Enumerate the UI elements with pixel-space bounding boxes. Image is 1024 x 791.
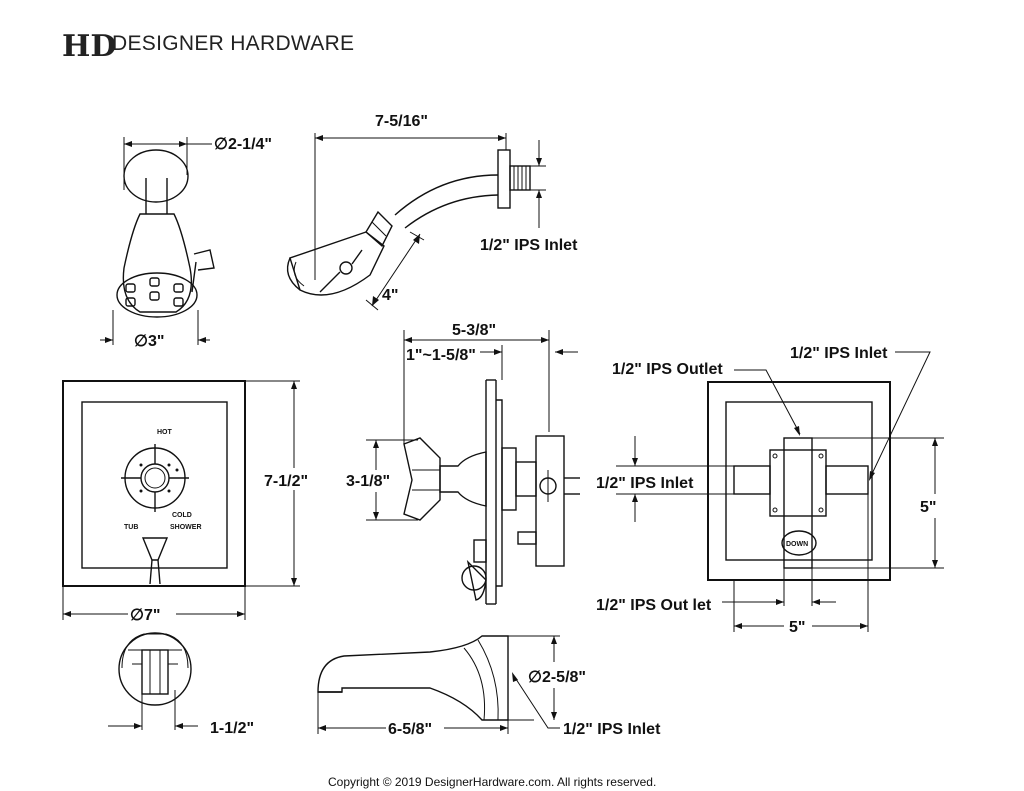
plate-width-label: ∅7" xyxy=(130,607,160,624)
down-label: DOWN xyxy=(786,541,808,548)
spout-diameter-label: ∅2-5/8" xyxy=(528,669,586,686)
brand-logo: HD DESIGNER HARDWARE xyxy=(62,29,354,64)
tub-spout-view: ∅2-5/8" 6-5/8" 1/2" IPS Inlet xyxy=(317,635,661,740)
hot-label: HOT xyxy=(157,429,173,436)
back-height-label: 5" xyxy=(920,499,936,516)
shower-label: SHOWER xyxy=(170,524,202,531)
logo-monogram: HD xyxy=(62,29,116,64)
diverter-knob-view: 1-1/2" xyxy=(108,632,254,737)
showerhead-front-view: ∅2-1/4" ∅3" xyxy=(100,136,272,350)
valve-back-view: DOWN 1/2" IPS Outlet 1/2" IPS Inlet 1/2"… xyxy=(596,345,946,638)
head-diameter-label: ∅3" xyxy=(134,333,164,350)
adjust-range-label: 1"~1-5/8" xyxy=(406,347,476,364)
diverter-width-label: 1-1/2" xyxy=(210,720,254,737)
flange-diameter-label: ∅2-1/4" xyxy=(214,136,272,153)
copyright-text: Copyright © 2019 DesignerHardware.com. A… xyxy=(328,775,656,789)
arm-length-label: 7-5/16" xyxy=(375,113,428,130)
valve-side-view: 5-3/8" 1"~1-5/8" xyxy=(346,322,580,605)
inlet-right-label: 1/2" IPS Inlet xyxy=(790,345,888,362)
valve-depth-label: 5-3/8" xyxy=(452,322,496,339)
plate-height-label: 7-1/2" xyxy=(264,473,308,490)
trim-plate-front-view: HOT COLD TUB SHOWER 7-1/2" ∅7" xyxy=(62,380,322,626)
cold-label: COLD xyxy=(172,512,192,519)
spout-length-label: 6-5/8" xyxy=(388,721,432,738)
outlet-bottom-label: 1/2" IPS Out let xyxy=(596,597,712,614)
brand-name: DESIGNER HARDWARE xyxy=(112,32,354,55)
back-width-label: 5" xyxy=(789,619,805,636)
drop-label: 4" xyxy=(382,287,398,304)
outlet-top-label: 1/2" IPS Outlet xyxy=(612,361,723,378)
inlet-left-label: 1/2" IPS Inlet xyxy=(596,475,694,492)
tub-label: TUB xyxy=(124,524,138,531)
showerhead-side-view: 7-5/16" 1/2" IPS Inlet 4" xyxy=(286,113,578,311)
side-inlet-label: 1/2" IPS Inlet xyxy=(480,237,578,254)
handle-height-label: 3-1/8" xyxy=(346,473,390,490)
spout-inlet-label: 1/2" IPS Inlet xyxy=(563,721,661,738)
